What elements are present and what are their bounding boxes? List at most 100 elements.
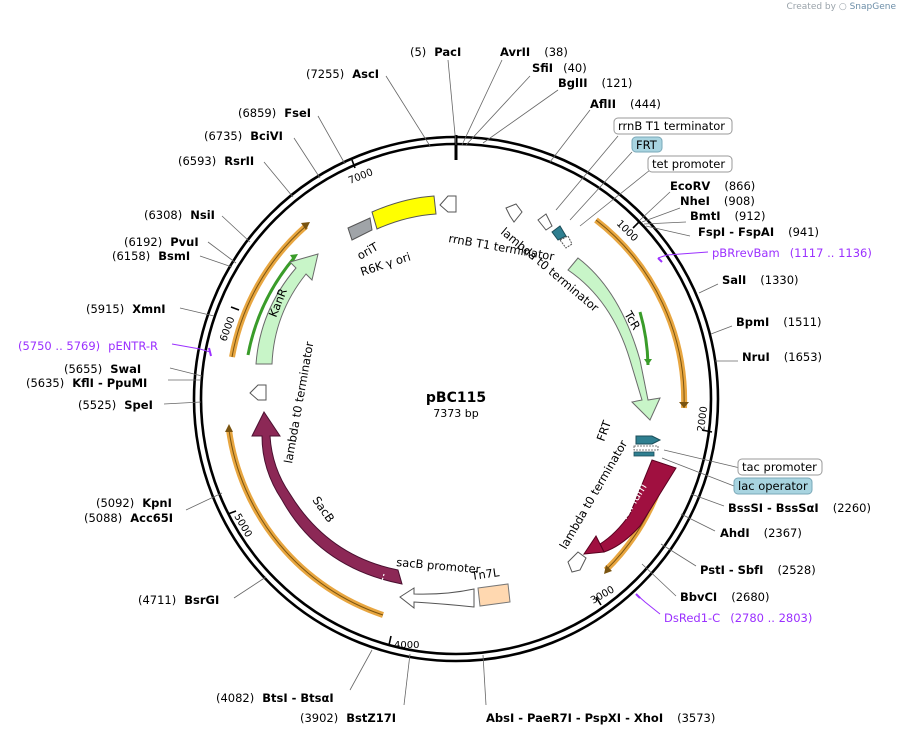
primer-name: pBRrevBam: [712, 246, 780, 260]
site-position: (3573): [677, 711, 715, 725]
credit-prefix: Created by: [786, 2, 836, 12]
plasmid-name: pBC115: [426, 390, 486, 406]
site-position: (6158): [112, 249, 150, 263]
leader-line: [663, 449, 741, 469]
label-sacb: SacB: [310, 494, 338, 526]
tick-mark-5000: [227, 510, 237, 515]
label-frt-inner: FRT: [594, 418, 615, 443]
site-enzyme: AbsI - PaeR7I - PspXI - XhoI: [486, 711, 663, 725]
primer-mark-pbrrevbam: [657, 257, 663, 263]
site-enzyme: BsrGI: [184, 593, 219, 607]
lambda-terminator-arrow-icon: [505, 203, 523, 223]
site-enzyme: PacI: [434, 45, 461, 59]
site-enzyme: PvuI: [170, 235, 198, 249]
leader-line: [403, 653, 411, 706]
leader-line: [233, 576, 267, 599]
site-enzyme: NheI: [680, 194, 710, 208]
site-position: (1330): [760, 273, 798, 287]
callout-box: [647, 155, 733, 173]
primer-range: (5750 .. 5769): [18, 339, 100, 353]
cds-span-sacb-core: [228, 429, 384, 616]
primer-name: pENTR-R: [108, 339, 158, 353]
site-position: (5525): [78, 398, 116, 412]
primer-bind-arrow: [290, 254, 298, 261]
tick-mark-1000: [632, 221, 640, 229]
restriction-site: (5092)KpnI: [96, 496, 172, 510]
kanr-gene-arrow: [255, 253, 319, 365]
leader-line: [641, 563, 677, 597]
sacb-promoter-arrow: [399, 587, 475, 610]
primer-leader: [657, 251, 709, 259]
site-position: (5635): [26, 376, 64, 390]
primer-range: (2780 .. 2803): [730, 611, 812, 625]
frt-arrow-right-icon: [635, 435, 662, 445]
restriction-site: EcoRV (866): [670, 179, 755, 193]
site-position: (6735): [204, 129, 242, 143]
site-position: (2260): [833, 501, 871, 515]
restriction-site: (6593)RsrII: [178, 154, 254, 168]
leader-line: [221, 215, 251, 243]
primer-dsred1-c: DsRed1-C(2780 .. 2803): [664, 611, 812, 625]
site-enzyme: BstZ17I: [346, 711, 396, 725]
cds-span-tcr-core: [595, 219, 685, 409]
leader-line: [698, 283, 719, 294]
site-enzyme: EcoRV: [670, 179, 710, 193]
callout-box: [737, 458, 823, 476]
restriction-site: BpmI(1511): [736, 315, 822, 329]
sacb-cut-mark: [379, 573, 385, 589]
restriction-site: (4082)BtsI - BtsαI: [216, 691, 334, 705]
rrnb-terminator-arrow-icon: [439, 195, 457, 213]
site-position: (866): [724, 179, 755, 193]
restriction-site: (5635)KflI - PpuMI: [26, 376, 147, 390]
site-position: (941): [788, 225, 819, 239]
site-enzyme: NruI: [742, 350, 770, 364]
site-enzyme: BciVI: [250, 129, 283, 143]
site-enzyme: BsmI: [158, 249, 190, 263]
site-position: (121): [602, 76, 633, 90]
label-sacb-promoter: sacB promoter: [396, 555, 481, 576]
frt-marker-icon: [551, 225, 567, 241]
restriction-site: FspI - FspAI(941): [698, 225, 819, 239]
primer-pbrrevbam: pBRrevBam (1117 .. 1136): [712, 246, 872, 260]
primer-bind-arrow: [644, 359, 652, 365]
tn7l-block: [477, 583, 511, 607]
primer-range: (1117 .. 1136): [790, 246, 872, 260]
restriction-site: (5525)SpeI: [78, 398, 153, 412]
primer-pentr-r: (5750 .. 5769) pENTR-R: [18, 339, 158, 353]
restriction-site: NruI(1653): [742, 350, 822, 364]
site-enzyme: BbvCI: [680, 590, 717, 604]
callout-tac-promoter: tac promoter: [742, 460, 817, 474]
site-position: (5655): [64, 362, 102, 376]
restriction-site: (6859)FseI: [238, 106, 311, 120]
leader-line: [690, 493, 725, 507]
leader-line: [349, 649, 373, 691]
restriction-site: (4711)BsrGI: [138, 593, 219, 607]
snapgene-logo-icon: ○: [838, 2, 847, 12]
lambda-terminator-arrow-right-icon: [567, 551, 587, 573]
leader-line: [710, 325, 733, 335]
mplum-arrowhead: [582, 535, 605, 555]
site-enzyme: KpnI: [142, 496, 172, 510]
orit-block: [347, 217, 373, 241]
site-enzyme: SalI: [722, 273, 746, 287]
leader-line: [549, 109, 591, 163]
site-position: (5915): [86, 302, 124, 316]
tick-label-2000: 2000: [696, 406, 710, 433]
primer-mark-dsred1-c: [635, 593, 641, 599]
site-enzyme: BtsI - BtsαI: [262, 691, 333, 705]
tick-mark-3000: [595, 596, 602, 606]
lac-operator-marker: [633, 451, 655, 457]
restriction-site: (5088)Acc65I: [84, 511, 173, 525]
tick-label-3000: 3000: [589, 584, 617, 606]
cds-arrowhead: [301, 222, 310, 230]
leader-line: [643, 221, 687, 225]
lambda-terminator-arrow-left-icon: [249, 384, 267, 401]
leader-line: [185, 492, 223, 511]
site-position: (3902): [300, 711, 338, 725]
callout-tet-promoter: tet promoter: [652, 157, 725, 171]
cds-arrowhead: [604, 565, 612, 574]
site-position: (38): [544, 45, 568, 59]
site-position: (2528): [777, 563, 815, 577]
site-position: (6308): [144, 208, 182, 222]
site-position: (6593): [178, 154, 216, 168]
